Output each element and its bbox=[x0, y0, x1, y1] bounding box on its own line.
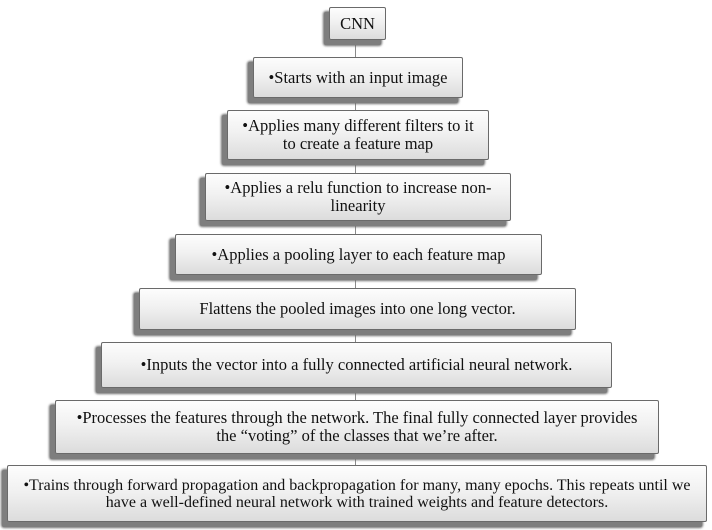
step-label-filters: •Applies many different filters to it to… bbox=[242, 116, 474, 153]
step-box-filters: •Applies many different filters to it to… bbox=[227, 110, 489, 160]
step-box-fully-connected: •Inputs the vector into a fully connecte… bbox=[101, 342, 612, 388]
step-label-trains: •Trains through forward propagation and … bbox=[23, 476, 691, 511]
step-box-processes: •Processes the features through the netw… bbox=[55, 400, 659, 454]
step-box-pooling: •Applies a pooling layer to each feature… bbox=[175, 234, 542, 275]
step-label-relu: •Applies a relu function to increase non… bbox=[224, 178, 492, 215]
step-box-flatten: Flattens the pooled images into one long… bbox=[139, 288, 576, 330]
step-label-cnn: CNN bbox=[340, 13, 375, 33]
step-box-input-image: •Starts with an input image bbox=[253, 57, 463, 98]
step-label-fully-connected: •Inputs the vector into a fully connecte… bbox=[140, 355, 573, 374]
step-label-input-image: •Starts with an input image bbox=[268, 67, 448, 87]
step-label-processes: •Processes the features through the netw… bbox=[76, 408, 638, 445]
step-box-cnn: CNN bbox=[329, 7, 386, 40]
step-label-flatten: Flattens the pooled images into one long… bbox=[199, 299, 516, 318]
step-box-relu: •Applies a relu function to increase non… bbox=[205, 173, 511, 221]
step-label-pooling: •Applies a pooling layer to each feature… bbox=[211, 244, 506, 264]
step-box-trains: •Trains through forward propagation and … bbox=[7, 465, 707, 522]
